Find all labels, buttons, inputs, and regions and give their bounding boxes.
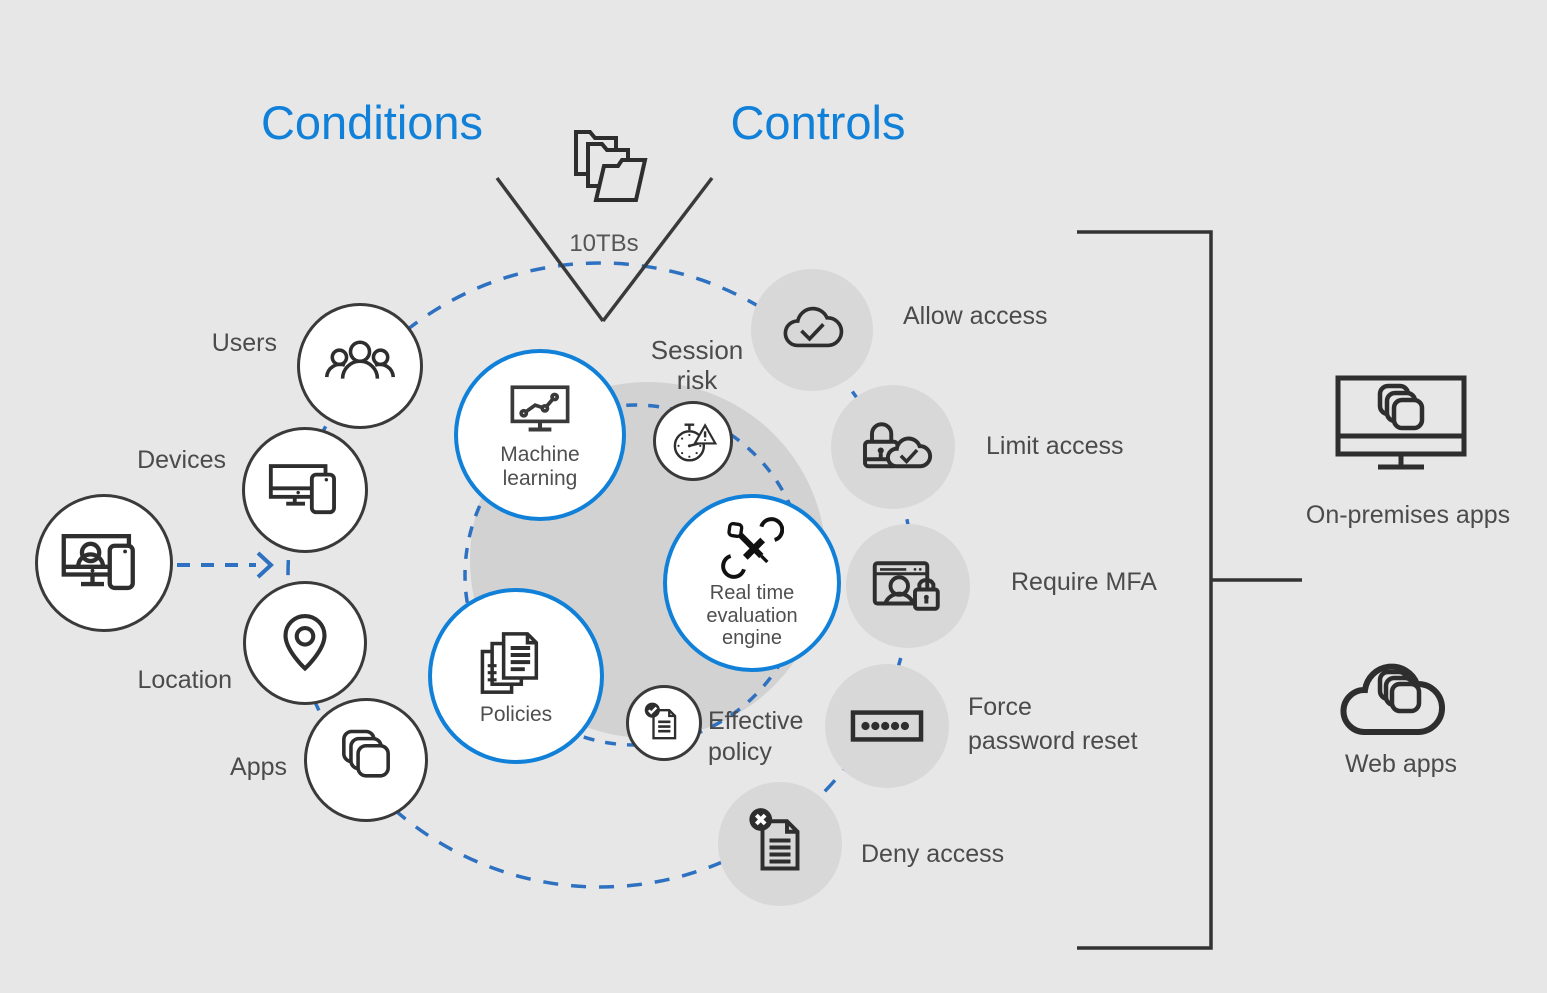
users-circle [297,303,423,429]
force-password-reset-bubble [825,664,949,788]
title-controls: Controls [730,96,906,149]
funnel-capacity-label: 10TBs [569,230,639,257]
location-label: Location [137,666,232,694]
user-device-circle [35,494,173,632]
allow-access-label: Allow access [903,302,1048,330]
effective-policy-label: Effective policy [708,707,804,767]
on-premises-apps-label: On-premises apps [1305,501,1511,529]
deny-access-label: Deny access [861,840,1005,868]
stopwatch-warning-icon [673,423,718,462]
document-x-badge-icon [749,808,800,871]
apps-label: Apps [230,753,287,781]
users-icon [324,340,396,379]
effective-policy-circle [626,685,702,761]
tools-icon [721,517,784,580]
session-risk-circle [653,401,733,481]
devices-icon [268,464,336,515]
require-mfa-bubble [846,524,970,648]
allow-access-bubble [751,269,873,391]
policies-label: Policies [479,703,553,727]
document-check-badge-icon [644,702,677,740]
input-arrow [177,551,274,579]
folder-stack-icon [550,122,656,220]
cloud-check-icon [783,306,844,348]
force-password-reset-label: Force password reset [968,693,1138,755]
machine-learning-label: Machine learning [500,443,580,490]
devices-circle [242,427,368,553]
output-bracket [1077,230,1302,950]
require-mfa-label: Require MFA [1011,568,1157,596]
browser-person-lock-icon [872,561,940,611]
session-risk-label: Session risk [650,335,744,395]
location-circle [243,581,367,705]
limit-access-label: Limit access [986,432,1124,460]
realtime-engine-label: Real time evaluation engine [706,582,798,650]
on-premises-apps-icon [1330,372,1474,486]
limit-access-bubble [831,385,955,509]
web-apps-label: Web apps [1344,750,1458,778]
padlock-cloud-check-icon [863,422,933,469]
machine-learning-icon [510,385,570,433]
devices-label: Devices [137,446,226,474]
policies-circle: Policies [428,588,604,764]
users-label: Users [211,329,277,357]
machine-learning-circle: Machine learning [454,349,626,521]
funnel-v-shape [495,176,714,323]
title-conditions: Conditions [260,96,484,149]
password-dots-icon [850,710,924,742]
apps-circle [304,698,428,822]
realtime-engine-circle: Real time evaluation engine [663,494,841,672]
location-pin-icon [283,614,327,672]
policies-icon [480,632,539,695]
apps-stack-icon [342,729,390,778]
web-apps-icon [1328,636,1468,740]
deny-access-bubble [718,782,842,906]
monitor-person-phone-icon [61,534,135,591]
